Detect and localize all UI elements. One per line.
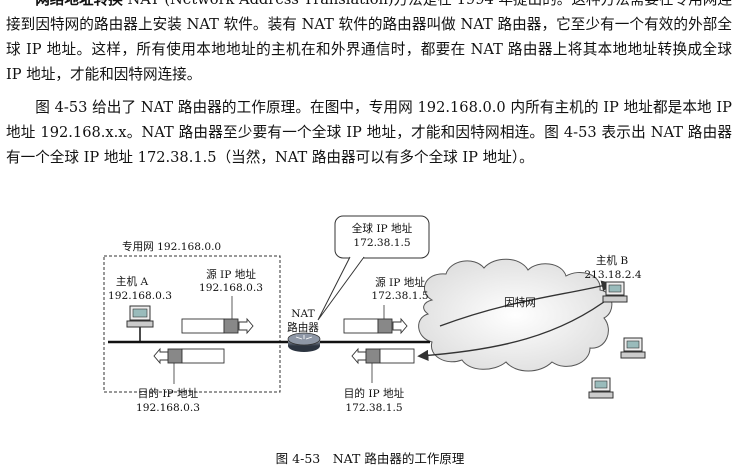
packet-outgoing-public: [343, 317, 408, 335]
host-a-name: 主机 A: [116, 275, 149, 288]
global-ip-callout: [317, 215, 430, 321]
dst-ip-label-right: 目的 IP 地址: [344, 387, 405, 400]
callout-label: 全球 IP 地址: [352, 222, 413, 235]
internet-cloud: [418, 258, 613, 372]
packet-outgoing-private: [181, 317, 254, 335]
host-a-ip: 192.168.0.3: [108, 290, 172, 302]
figure-caption: 图 4-53 NAT 路由器的工作原理: [275, 451, 465, 466]
dst-ip-right: 172.38.1.5: [345, 402, 402, 414]
src-ip-label-right: 源 IP 地址: [375, 276, 425, 289]
src-ip-left: 192.168.0.3: [199, 282, 263, 294]
nat-router-icon: [287, 332, 321, 352]
router-label: 路由器: [287, 321, 319, 334]
packet-incoming-public: [351, 347, 415, 365]
dst-ip-left: 192.168.0.3: [136, 402, 200, 414]
src-ip-label-left: 源 IP 地址: [206, 268, 256, 281]
internet-label: 因特网: [504, 297, 536, 309]
traffic-arrow-outgoing: [439, 280, 613, 327]
remote-computer-icon: [588, 377, 614, 399]
host-b-name: 主机 B: [596, 254, 629, 267]
term-nat: 网络地址转换: [35, 0, 123, 8]
packet-incoming-private: [153, 347, 225, 365]
paragraph-nat-intro: 网络地址转换 NAT (Network Address Translation)…: [6, 0, 732, 87]
host-b-computer-icon: [602, 281, 628, 303]
paragraph-figure-description: 图 4-53 给出了 NAT 路由器的工作原理。在图中，专用网 192.168.…: [6, 99, 732, 166]
callout-ip: 172.38.1.5: [353, 237, 410, 249]
src-ip-right: 172.38.1.5: [371, 290, 428, 302]
remote-computer-icon: [620, 337, 646, 359]
host-a-computer-icon: [126, 305, 154, 328]
traffic-arrow-incoming: [417, 295, 613, 361]
nat-label: NAT: [291, 308, 314, 320]
host-b-ip: 213.18.2.4: [584, 269, 642, 281]
paragraph-nat-intro-text: NAT (Network Address Translation)方法是在 19…: [6, 0, 732, 83]
dst-ip-label-left: 目的 IP 地址: [138, 387, 199, 400]
private-network-boundary: [103, 255, 281, 393]
private-network-label: 专用网 192.168.0.0: [122, 240, 221, 253]
